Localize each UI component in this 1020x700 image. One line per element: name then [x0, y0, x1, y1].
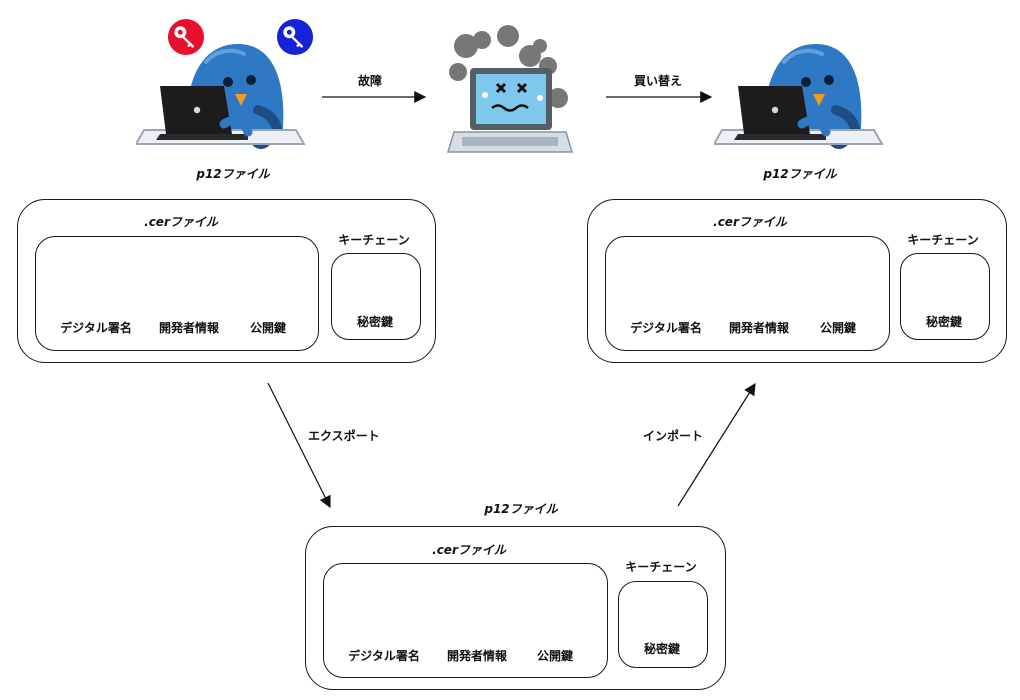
left-p12-file — [17, 199, 436, 363]
private-key-label: 秘密鍵 — [643, 642, 681, 656]
left-keychain-title: キーチェーン — [338, 233, 410, 247]
signature-label: デジタル署名 — [348, 649, 420, 663]
right-keychain — [900, 253, 990, 340]
left-cer-title: .cerファイル — [144, 215, 218, 229]
arrow-failure-label: 故障 — [358, 74, 383, 88]
arrow-replace-label: 買い替え — [634, 74, 683, 88]
export-label: エクスポート — [308, 429, 380, 443]
private-key-label: 秘密鍵 — [925, 315, 963, 329]
broken-laptop-icon — [446, 25, 574, 153]
left-p12-caption: p12ファイル — [196, 167, 270, 181]
bottom-p12-file — [305, 526, 726, 690]
signature-label: デジタル署名 — [630, 321, 702, 335]
right-keychain-title: キーチェーン — [907, 233, 979, 247]
developer-label: 開発者情報 — [728, 321, 790, 335]
right-cer-title: .cerファイル — [713, 215, 787, 229]
private-key-label: 秘密鍵 — [356, 315, 394, 329]
bird-user-icon-new — [714, 44, 882, 149]
developer-label: 開発者情報 — [446, 649, 508, 663]
public-key-icon — [276, 18, 314, 56]
right-cer-file — [605, 236, 890, 351]
private-key-icon — [167, 18, 205, 56]
right-p12-file — [587, 199, 1007, 363]
bottom-keychain-title: キーチェーン — [625, 560, 697, 574]
bottom-cer-file — [323, 563, 608, 678]
arrow-import — [677, 382, 756, 507]
smoke-icon — [449, 25, 568, 108]
bird-user-icon — [136, 44, 304, 149]
bottom-p12-caption: p12ファイル — [484, 502, 558, 516]
left-keychain — [331, 253, 421, 340]
bottom-cer-title: .cerファイル — [432, 543, 506, 557]
arrow-export — [267, 382, 331, 509]
right-p12-caption: p12ファイル — [763, 167, 837, 181]
developer-label: 開発者情報 — [158, 321, 220, 335]
left-cer-file — [35, 236, 319, 351]
import-label: インポート — [643, 429, 704, 443]
bottom-keychain — [618, 581, 708, 668]
public-key-label: 公開鍵 — [819, 321, 857, 335]
left-user-scene — [136, 18, 314, 149]
public-key-label: 公開鍵 — [536, 649, 574, 663]
public-key-label: 公開鍵 — [249, 321, 287, 335]
signature-label: デジタル署名 — [60, 321, 132, 335]
